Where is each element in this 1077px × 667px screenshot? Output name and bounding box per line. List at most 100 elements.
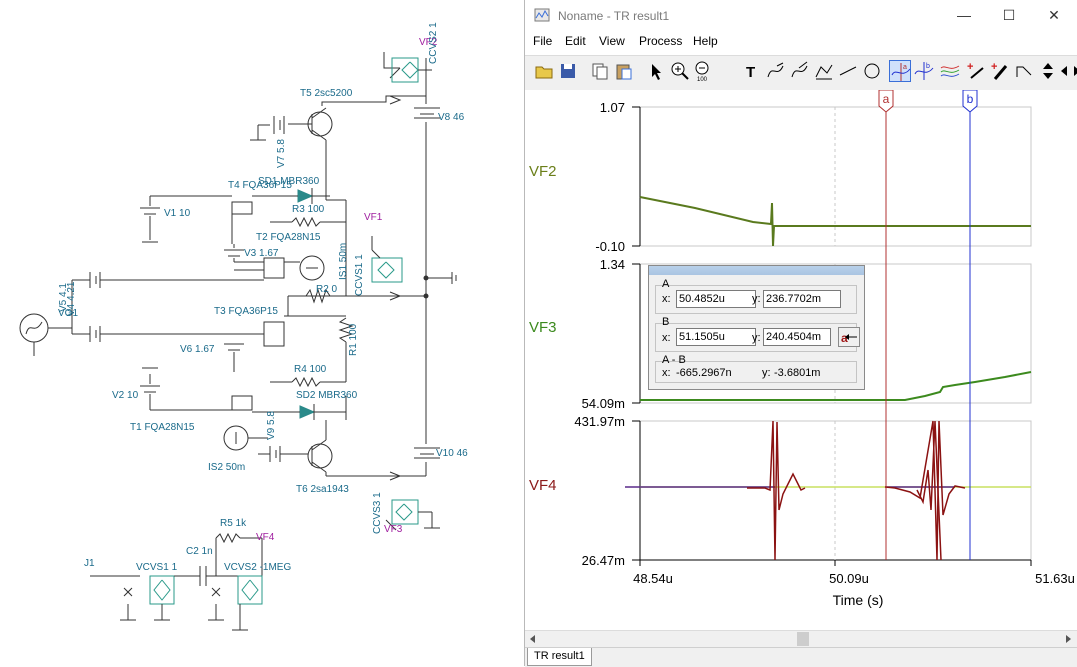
vf4-ymin-label: 26.47m (582, 553, 625, 568)
scroll-right-icon[interactable] (1064, 634, 1072, 644)
dialog-title-bar[interactable] (649, 266, 864, 275)
r2-label: R2 0 (316, 284, 338, 295)
step-icon[interactable] (1013, 60, 1035, 82)
menu-bar: File Edit View Process Help (525, 31, 1077, 53)
pen-marker-icon[interactable]: + (989, 60, 1011, 82)
up-down-icon[interactable] (1037, 60, 1053, 82)
v6-label: V6 1.67 (180, 344, 215, 355)
close-button[interactable]: ✕ (1048, 7, 1060, 23)
curve-label-2-icon[interactable] (789, 60, 811, 82)
r4-label: R4 100 (294, 364, 327, 375)
c2-label: C2 1n (186, 546, 213, 557)
menu-file[interactable]: File (533, 34, 553, 48)
scroll-thumb[interactable] (797, 632, 809, 646)
a-x-field[interactable]: 50.4852u (676, 290, 756, 308)
v4-label: V4 4.21 (66, 281, 77, 316)
cursor-b-tag-label: b (967, 92, 974, 106)
a-y-label: y: (752, 293, 761, 305)
x-axis-label: Time (s) (833, 592, 884, 608)
b-x-field[interactable]: 51.1505u (676, 328, 756, 346)
arrow-right-icon[interactable] (1066, 60, 1077, 82)
minimize-button[interactable]: — (957, 7, 971, 23)
menu-edit[interactable]: Edit (565, 34, 586, 48)
vf1-label: VF1 (364, 212, 383, 223)
v2-label: V2 10 (112, 390, 139, 401)
group-a-label: A (662, 278, 670, 290)
text-icon[interactable]: T (741, 60, 763, 82)
group-ab-label: A - B (662, 354, 686, 366)
t3-label: T3 FQA36P15 (214, 306, 278, 317)
x-tick-start: 48.54u (633, 571, 673, 586)
waveforms-icon[interactable] (939, 60, 961, 82)
group-b-label: B (662, 316, 670, 328)
sd1-label: SD1 MBR360 (258, 176, 320, 187)
vf3-label: VF3 (384, 524, 403, 535)
vcvs1-label: VCVS1 1 (136, 562, 178, 573)
save-icon[interactable] (557, 60, 579, 82)
is1-label: IS1 50m (338, 243, 349, 280)
goto-cursor-button[interactable]: a (838, 327, 860, 347)
v3-label: V3 1.67 (244, 248, 279, 259)
group-a-minus-b (655, 361, 857, 383)
v1-label: V1 10 (164, 208, 191, 219)
x-tick-mid: 50.09u (829, 571, 869, 586)
svg-text:a: a (841, 331, 848, 345)
vf2-series-label: VF2 (529, 163, 557, 180)
vf3-trace (640, 371, 1032, 401)
vf2-trace (639, 196, 1031, 247)
add-marker-icon[interactable]: + (965, 60, 987, 82)
cursor-readout-dialog[interactable]: A x: 50.4852u y: 236.7702m B x: 51.1505u… (648, 265, 865, 390)
pointer-icon[interactable] (645, 60, 667, 82)
b-y-field[interactable]: 240.4504m (763, 328, 831, 346)
window-title: Noname - TR result1 (558, 9, 670, 23)
svg-text:+: + (967, 61, 973, 73)
schematic-canvas[interactable]: VF2 CCVS2 1 T5 2sc5200 V8 46 V7 5.8 SD1 … (0, 0, 524, 666)
horizontal-scrollbar[interactable] (525, 630, 1077, 648)
svg-text:+: + (991, 61, 997, 73)
ccvs3-label: CCVS3 1 (372, 492, 383, 534)
arrow-left-icon[interactable] (1053, 60, 1067, 82)
t2-label: T2 FQA28N15 (256, 232, 321, 243)
svg-text:a: a (903, 64, 907, 71)
zoom-100-icon[interactable]: 100 (693, 60, 715, 82)
cursor-a-tag[interactable]: a (878, 90, 894, 113)
curve-label-icon[interactable] (765, 60, 787, 82)
toolbar: 100 T a b + + (525, 55, 1077, 91)
tab-tr-result1[interactable]: TR result1 (527, 648, 592, 666)
ab-x-label: x: (662, 367, 671, 379)
menu-process[interactable]: Process (639, 34, 683, 48)
vf2-ymax-label: 1.07 (600, 100, 625, 115)
circle-icon[interactable] (861, 60, 883, 82)
vf2-label: VF2 (419, 37, 438, 48)
vf4-series-label: VF4 (529, 477, 557, 494)
cursor-b-tag[interactable]: b (962, 90, 978, 113)
ab-y-label: y: (762, 367, 771, 379)
line-icon[interactable] (837, 60, 859, 82)
curve-label-3-icon[interactable] (813, 60, 835, 82)
svg-text:b: b (926, 63, 930, 70)
copy-icon[interactable] (589, 60, 611, 82)
r3-label: R3 100 (292, 204, 325, 215)
j1-label: J1 (84, 558, 95, 569)
title-bar[interactable]: Noname - TR result1 — ☐ ✕ (525, 0, 1077, 31)
paste-icon[interactable] (613, 60, 635, 82)
maximize-button[interactable]: ☐ (1002, 7, 1016, 23)
menu-view[interactable]: View (599, 34, 625, 48)
cursor-a-tag-label: a (883, 92, 890, 106)
vf4-ymax-label: 431.97m (574, 414, 625, 429)
tab-bar: TR result1 (525, 647, 1077, 667)
t5-label: T5 2sc5200 (300, 88, 353, 99)
scroll-left-icon[interactable] (529, 634, 537, 644)
menu-help[interactable]: Help (693, 34, 718, 48)
r1-label: R1 100 (348, 323, 359, 356)
open-icon[interactable] (533, 60, 555, 82)
x-tick-end: 51.63u (1035, 571, 1075, 586)
v10-label: V10 46 (436, 448, 468, 459)
is2-label: IS2 50m (208, 462, 245, 473)
v5-label: V5 4.1 (58, 283, 69, 312)
cursor-b-icon[interactable]: b (913, 60, 935, 82)
cursor-a-icon[interactable]: a (889, 60, 911, 82)
r5-label: R5 1k (220, 518, 247, 529)
zoom-in-icon[interactable] (669, 60, 691, 82)
a-y-field[interactable]: 236.7702m (763, 290, 841, 308)
